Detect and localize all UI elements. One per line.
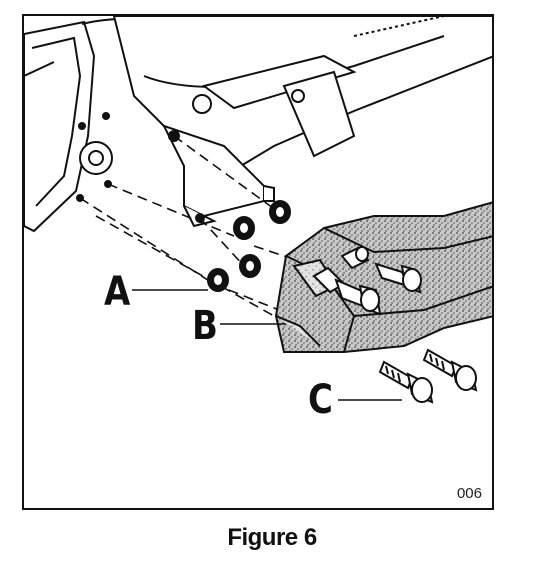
loose-bolts [378,348,478,404]
reference-code: 006 [456,485,482,502]
body-boss [76,112,113,202]
nut [239,254,261,278]
leader-lines [132,289,402,401]
bolt [374,262,422,294]
nut [207,268,229,292]
assembly-illustration [24,16,492,404]
figure-caption: Figure 6 [227,524,317,551]
bolt [340,246,370,270]
crossmember [112,16,492,178]
nut [269,200,291,224]
washer-nuts [207,200,291,292]
mounting-bolts [334,246,422,316]
body-bracket [162,124,275,228]
callout-label-b: B [192,303,218,349]
bolt [422,348,478,392]
callout-label-c: C [308,377,333,423]
bolt [378,360,434,404]
bolt [334,278,382,316]
figure-frame: A B C 006 [22,14,494,510]
nut [233,216,255,240]
callout-label-a: A [104,269,131,315]
